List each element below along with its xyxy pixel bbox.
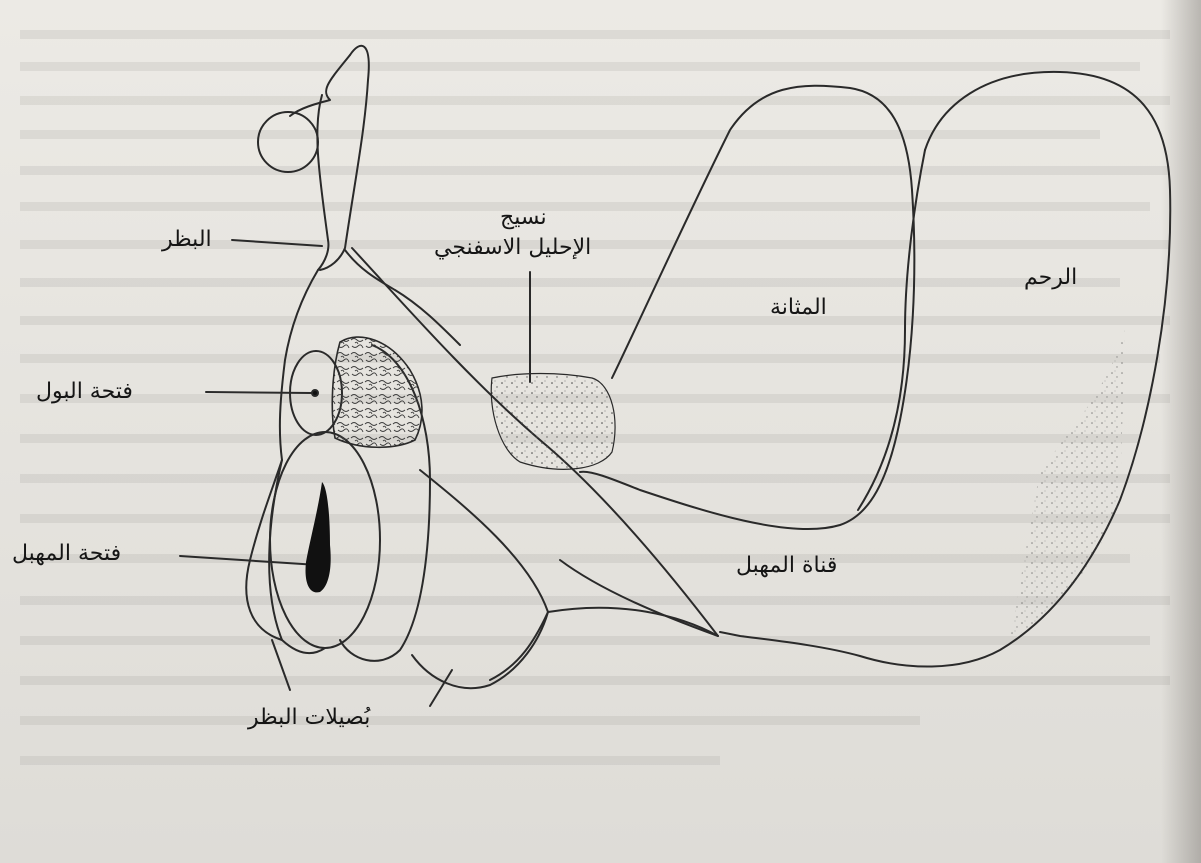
clitoral-bulb-outer: [412, 470, 548, 688]
label-clitoral-bulbs: بُصيلات البظر: [248, 704, 370, 733]
label-sponge-line2: الإحليل الاسفنجي: [434, 234, 591, 263]
clitoral-crus: [246, 270, 318, 640]
page-edge-shadow: [1161, 0, 1201, 863]
periurethral-sponge: [332, 337, 422, 447]
label-bladder: المثانة: [770, 294, 827, 323]
label-urethral-opening: فتحة البول: [36, 378, 133, 407]
clitoris-shaft-front: [317, 95, 328, 270]
label-vaginal-canal: قناة المهبل: [736, 552, 837, 581]
urethral-sponge: [491, 374, 615, 470]
leader-urethral: [206, 392, 312, 393]
bladder-outline: [580, 86, 914, 529]
leader-bulbs-left: [272, 640, 290, 690]
label-clitoris: البظر: [162, 226, 212, 255]
vaginal-opening-dark: [306, 482, 331, 592]
crus-inner: [345, 250, 460, 345]
label-vaginal-opening: فتحة المهبل: [12, 540, 121, 569]
vaginal-canal-floor: [490, 608, 718, 680]
leader-clitoris: [232, 240, 322, 246]
label-uterus: الرحم: [1024, 264, 1077, 293]
uterus-stipple: [1010, 330, 1125, 640]
label-sponge-line1: نسيج: [500, 204, 547, 233]
clitoris-glans: [258, 112, 318, 172]
